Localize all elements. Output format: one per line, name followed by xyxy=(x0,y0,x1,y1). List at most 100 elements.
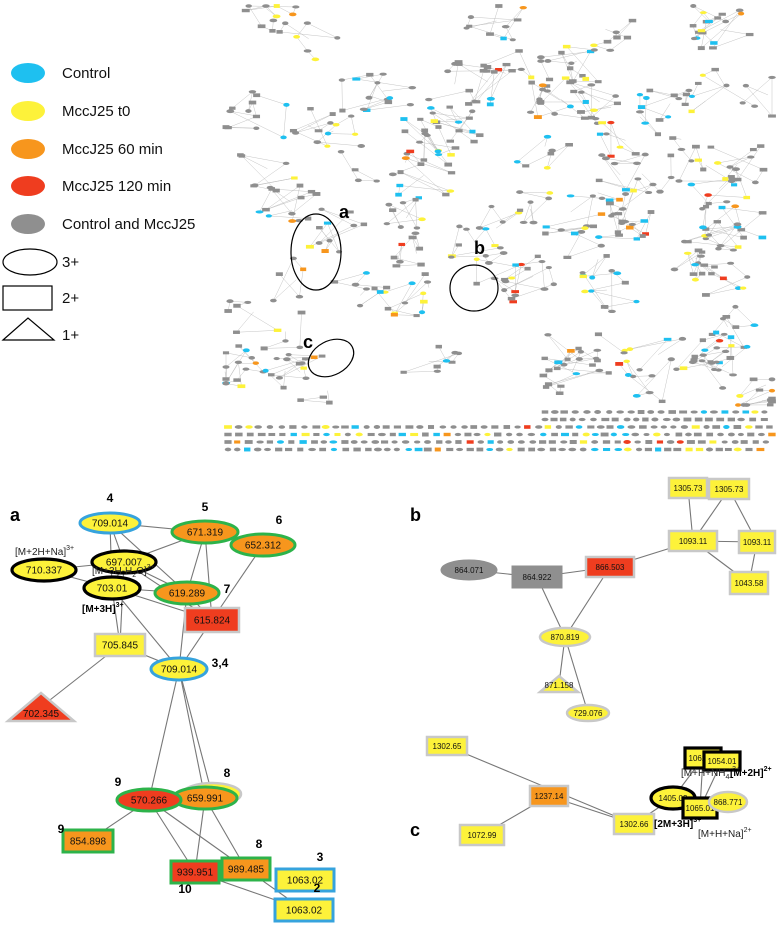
overview-edge xyxy=(567,245,602,258)
overview-node xyxy=(758,211,767,215)
overview-node xyxy=(334,432,341,437)
overview-node xyxy=(669,136,677,140)
overview-edge xyxy=(632,224,643,237)
overview-node xyxy=(551,410,559,414)
overview-node xyxy=(569,417,576,422)
overview-node xyxy=(282,339,289,343)
overview-edge xyxy=(706,334,725,349)
overview-node xyxy=(722,177,729,181)
overview-node xyxy=(454,60,463,64)
overview-edge xyxy=(735,306,755,326)
overview-node xyxy=(392,264,401,268)
overview-node xyxy=(707,145,715,149)
overview-node xyxy=(298,361,306,366)
overview-node xyxy=(509,38,516,42)
node-rect xyxy=(274,867,336,893)
overview-node xyxy=(529,440,537,444)
overview-node xyxy=(366,72,374,77)
overview-edge xyxy=(547,334,568,360)
overview-edge xyxy=(530,202,534,223)
overview-node xyxy=(275,376,283,380)
node-ellipse xyxy=(170,519,240,545)
overview-label-a: a xyxy=(339,202,350,222)
overview-edge xyxy=(701,360,734,376)
legend-label-control: Control xyxy=(62,65,110,82)
overview-edge xyxy=(705,276,748,296)
overview-node xyxy=(415,196,422,200)
node-ellipse xyxy=(153,580,221,606)
overview-node xyxy=(433,432,440,437)
overview-edge xyxy=(701,360,723,389)
node-rect xyxy=(183,606,241,634)
overview-node xyxy=(700,410,708,414)
overview-label-b: b xyxy=(474,238,485,258)
overview-node xyxy=(476,133,484,138)
overview-node xyxy=(469,129,476,134)
highlight-circle-c xyxy=(307,338,355,378)
overview-node xyxy=(224,440,232,444)
overview-node xyxy=(740,440,748,444)
overview-edge xyxy=(399,244,402,262)
overview-edge xyxy=(644,97,647,124)
overview-node xyxy=(384,306,392,311)
overview-node xyxy=(543,84,551,88)
overview-node xyxy=(729,373,737,377)
overview-node xyxy=(301,425,308,429)
node-rect xyxy=(728,570,770,596)
annotation-part: [M+3H] xyxy=(82,604,116,615)
node-1054-01: 1054.01 xyxy=(702,750,742,772)
overview-node xyxy=(766,425,773,429)
overview-node xyxy=(697,440,706,444)
network-edge xyxy=(178,668,206,799)
overview-node xyxy=(485,260,493,265)
overview-node xyxy=(347,114,355,118)
overview-edge xyxy=(548,370,600,385)
overview-node xyxy=(397,170,404,175)
overview-node xyxy=(297,398,304,402)
overview-node xyxy=(644,190,653,195)
overview-node xyxy=(607,154,615,158)
overview-edge xyxy=(428,90,470,100)
overview-node xyxy=(568,61,575,66)
overview-node xyxy=(708,272,715,276)
overview-node xyxy=(598,153,606,157)
overview-node xyxy=(430,119,438,124)
node-rect xyxy=(169,859,221,885)
overview-node xyxy=(655,447,662,452)
overview-node xyxy=(696,254,705,258)
overview-edge xyxy=(698,262,712,274)
overview-node xyxy=(539,87,547,92)
overview-edge xyxy=(606,133,626,141)
overview-edge xyxy=(503,7,524,39)
overview-node xyxy=(273,357,280,361)
overview-edge xyxy=(639,339,668,370)
overview-node xyxy=(537,59,545,63)
node-705-845: 705.845 xyxy=(93,632,147,658)
legend-label-3plus: 3+ xyxy=(62,254,79,271)
overview-edge xyxy=(321,209,364,225)
overview-edge xyxy=(236,330,278,333)
overview-node xyxy=(235,432,243,437)
overview-node xyxy=(709,46,717,50)
legend-label-120min: MccJ25 120 min xyxy=(62,178,171,195)
overview-node xyxy=(467,15,475,20)
overview-node xyxy=(496,246,504,250)
overview-edge xyxy=(582,272,606,308)
overview-node xyxy=(374,81,381,85)
overview-node xyxy=(568,447,577,452)
overview-node xyxy=(491,244,499,248)
node-rect xyxy=(612,812,656,836)
overview-node xyxy=(703,425,710,429)
overview-edge xyxy=(582,255,607,276)
node-ellipse xyxy=(82,575,142,601)
overview-edge xyxy=(350,116,356,135)
overview-node xyxy=(593,348,602,352)
overview-edge xyxy=(300,396,324,401)
overview-node xyxy=(623,359,630,363)
overview-node xyxy=(739,286,747,290)
overview-node xyxy=(544,425,552,429)
overview-node xyxy=(722,19,730,24)
overview-node xyxy=(293,35,301,39)
overview-node xyxy=(455,62,463,66)
overview-node xyxy=(675,179,683,183)
